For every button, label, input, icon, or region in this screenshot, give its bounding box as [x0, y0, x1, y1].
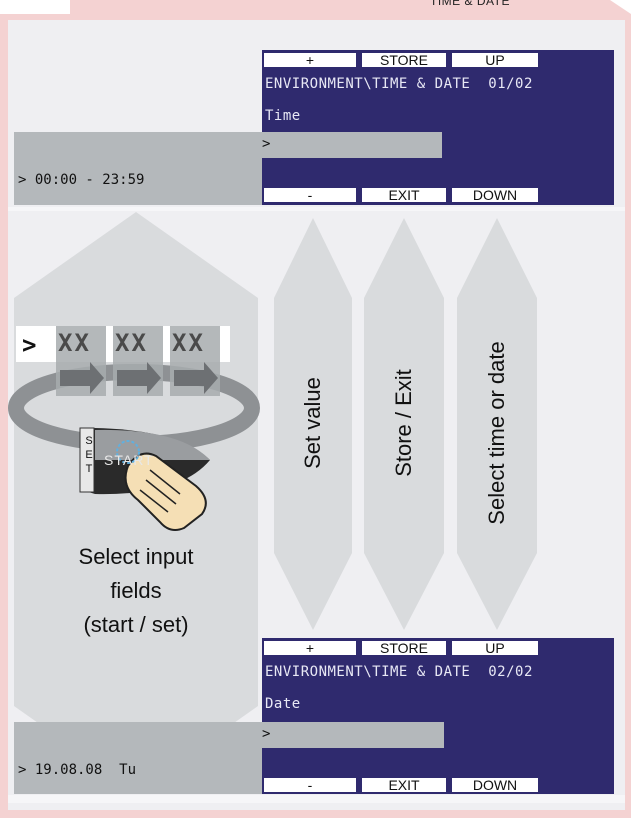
- page-title: TIME & DATE: [430, 0, 510, 8]
- lcd-path-line: ENVIRONMENT\TIME & DATE 01/02: [265, 76, 533, 92]
- date-readout-text: > 19.08.08 Tu: [18, 762, 137, 778]
- date-readout: > 19.08.08 Tu: [14, 748, 262, 794]
- input-cursor-bottom: >: [262, 726, 271, 742]
- set-value-label: Set value: [300, 377, 325, 469]
- store-key[interactable]: STORE: [362, 641, 446, 655]
- lcd-page: 01/02: [488, 76, 533, 92]
- field-seconds: XX: [172, 329, 205, 357]
- lcd-path: ENVIRONMENT\TIME & DATE: [265, 76, 471, 92]
- lcd-page: 02/02: [488, 664, 533, 680]
- select-input-shape: [14, 212, 258, 792]
- preview-cursor: >: [22, 331, 37, 359]
- exit-key[interactable]: EXIT: [362, 778, 446, 792]
- set-value-shape: [274, 218, 352, 630]
- field-minutes: XX: [115, 329, 148, 357]
- select-time-date-shape: [457, 218, 537, 630]
- lcd-field-label: Date: [265, 696, 301, 712]
- store-exit-shape: [364, 218, 444, 630]
- lcd-screen-top: + STORE UP ENVIRONMENT\TIME & DATE 01/02…: [262, 50, 614, 205]
- input-bar-top: [14, 132, 442, 158]
- select-time-date-label: Select time or date: [484, 341, 509, 525]
- lcd-bottom-keys: - EXIT DOWN: [264, 188, 544, 202]
- lcd-top-keys: + STORE UP: [264, 53, 544, 67]
- minus-key[interactable]: -: [264, 188, 356, 202]
- field-hours: XX: [58, 329, 91, 357]
- plus-key[interactable]: +: [264, 641, 356, 655]
- input-bar-bottom: [14, 722, 444, 748]
- plus-key[interactable]: +: [264, 53, 356, 67]
- select-label-line3: (start / set): [83, 612, 189, 637]
- lcd-top-keys: + STORE UP: [264, 641, 544, 655]
- store-key[interactable]: STORE: [362, 53, 446, 67]
- input-cursor-top: >: [262, 136, 271, 152]
- lcd-field-label: Time: [265, 108, 301, 124]
- store-exit-label: Store / Exit: [391, 369, 416, 477]
- pointer-hand: [124, 452, 207, 531]
- lcd-bottom-keys: - EXIT DOWN: [264, 778, 544, 792]
- knob-set-label: SET: [85, 435, 93, 475]
- up-key[interactable]: UP: [452, 641, 538, 655]
- up-key[interactable]: UP: [452, 53, 538, 67]
- down-key[interactable]: DOWN: [452, 778, 538, 792]
- down-key[interactable]: DOWN: [452, 188, 538, 202]
- lcd-screen-bottom: + STORE UP ENVIRONMENT\TIME & DATE 02/02…: [262, 638, 614, 794]
- time-range-readout: > 00:00 - 23:59: [14, 158, 262, 205]
- knob-start-label[interactable]: START: [104, 452, 154, 468]
- touch-indicator: [116, 440, 140, 464]
- field-arrows: [60, 362, 218, 394]
- minus-key[interactable]: -: [264, 778, 356, 792]
- select-label-line2: fields: [110, 578, 162, 603]
- time-range-text: > 00:00 - 23:59: [18, 172, 145, 188]
- select-label-line1: Select input: [78, 544, 194, 569]
- lcd-path: ENVIRONMENT\TIME & DATE: [265, 664, 471, 680]
- exit-key[interactable]: EXIT: [362, 188, 446, 202]
- lcd-path-line: ENVIRONMENT\TIME & DATE 02/02: [265, 664, 533, 680]
- select-input-label: Select input fields (start / set): [14, 540, 258, 642]
